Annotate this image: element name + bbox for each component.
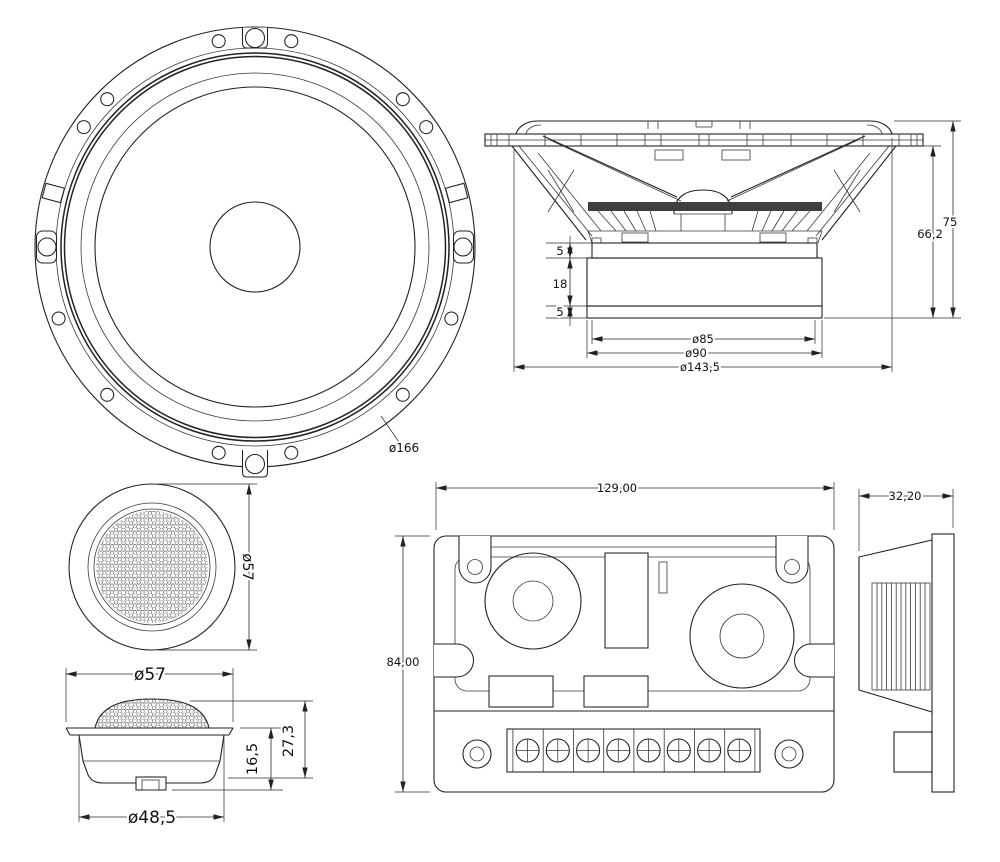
crossover-base-plate: [931, 533, 955, 793]
dim-crossover-side: 32,20: [858, 487, 954, 551]
bolt-holes: [37, 27, 473, 475]
dim-heights: 66,2 75: [824, 120, 961, 319]
dim-body-diameter: ø48,5: [128, 808, 176, 828]
component-block-left: [488, 675, 554, 708]
basket-windows: [597, 210, 811, 232]
component-block-right: [583, 675, 649, 708]
dim-basket-diameter: ø143,5: [680, 360, 720, 374]
dim-tweeter-diameter: ø57: [158, 483, 257, 651]
terminal-strip: [506, 728, 761, 773]
dim-top-plate-thickness: 5: [556, 244, 563, 258]
dim-top-plate-diameter: ø85: [692, 332, 714, 346]
dim-tweeter-side: ø57 ø48,5 16,5 27,3: [65, 663, 313, 830]
crossover-top-view: 129,00 84,00: [385, 479, 835, 793]
top-plate: [591, 242, 818, 259]
dim-crossover-depth: 32,20: [889, 489, 922, 503]
notch-left: [434, 643, 475, 678]
resistor: [658, 561, 668, 594]
woofer-side-view: 5 18 5 66,2 75 ø85 ø90 ø143,: [484, 120, 961, 376]
crossover-side-view: 32,20: [858, 487, 955, 793]
magnet: [586, 257, 823, 307]
basket-legs: [511, 145, 897, 241]
woofer-front-view: ø166: [34, 26, 476, 478]
capacitor: [604, 552, 649, 649]
dim-flange-diameter: ø57: [134, 665, 166, 685]
dim-grille-diameter: ø57: [239, 553, 255, 580]
mount-hole-right: [774, 739, 804, 769]
dim-total-height: 27,3: [281, 725, 297, 757]
flange-slot-right: [444, 182, 469, 204]
terminal-block-side: [893, 731, 933, 773]
dim-crossover-top: 129,00 84,00: [385, 479, 835, 793]
dim-crossover-width: 129,00: [597, 481, 637, 495]
flange-ticks: [490, 134, 918, 146]
notch-right: [793, 643, 834, 678]
tweeter-side-view: ø57 ø48,5 16,5 27,3: [65, 663, 313, 830]
dim-mounting-depth: 66,2: [917, 227, 943, 241]
crossover-cover: [858, 539, 933, 713]
terminal-tab: [135, 776, 167, 791]
dim-woofer-outer-diameter: ø166: [389, 441, 419, 455]
inductor-right: [689, 583, 795, 689]
inductor-left: [484, 552, 582, 650]
dim-magnet-stack: 5 18 5: [546, 236, 592, 326]
tweeter-front-view: ø57: [68, 483, 257, 651]
dust-cap: [209, 201, 301, 293]
dim-body-height: 16,5: [245, 743, 261, 775]
spider-band: [588, 202, 822, 211]
grille-mesh: [96, 511, 208, 623]
ribs: [876, 583, 926, 690]
dim-bottom-plate-thickness: 5: [556, 305, 563, 319]
dim-diameters: ø85 ø90 ø143,5: [513, 138, 893, 376]
bottom-plate: [586, 305, 823, 319]
dim-total-height: 75: [943, 215, 958, 229]
dim-magnet-thickness: 18: [553, 277, 568, 291]
flange-slot-left: [41, 182, 66, 204]
terminal-screws: [515, 738, 752, 763]
mount-hole-left: [462, 739, 492, 769]
dim-magnet-diameter: ø90: [685, 346, 707, 360]
tweeter-dome: [94, 698, 210, 729]
dim-crossover-height: 84,00: [387, 655, 420, 669]
